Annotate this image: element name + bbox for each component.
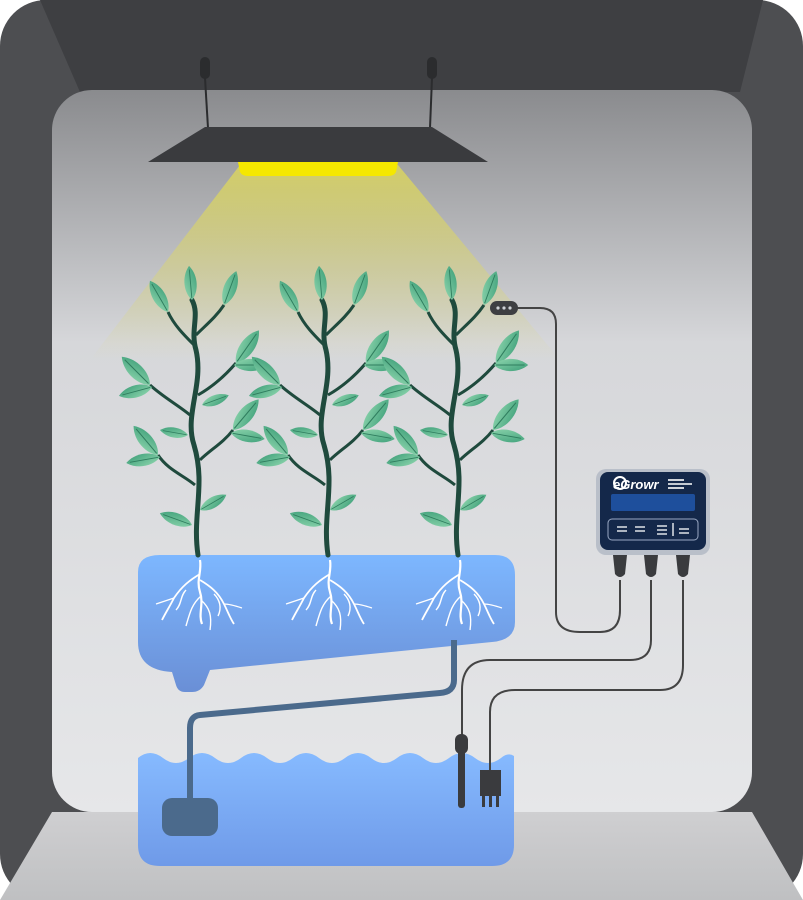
water-pump bbox=[162, 798, 218, 836]
brand-logo-icon bbox=[613, 476, 627, 490]
egrowr-controller: eGrowr bbox=[596, 469, 710, 555]
grow-lamp-hood bbox=[148, 127, 488, 162]
plant-growing-channel bbox=[138, 555, 515, 692]
controller-buttons bbox=[617, 523, 689, 536]
tent-ceiling bbox=[40, 0, 763, 92]
controller-ports bbox=[613, 555, 690, 577]
sensor-cables bbox=[461, 307, 684, 770]
controller-display bbox=[611, 494, 695, 511]
ec-probe bbox=[480, 770, 501, 807]
lamp-hangers bbox=[200, 57, 437, 129]
grow-lamp-light bbox=[238, 162, 398, 176]
water-pipe bbox=[187, 640, 457, 800]
light-beam bbox=[90, 165, 560, 360]
controller-button-panel bbox=[607, 518, 699, 541]
controller-brand-name: eGrowr bbox=[613, 477, 659, 492]
ph-probe bbox=[455, 734, 468, 808]
climate-sensor bbox=[490, 301, 518, 315]
nutrient-reservoir bbox=[138, 753, 514, 866]
